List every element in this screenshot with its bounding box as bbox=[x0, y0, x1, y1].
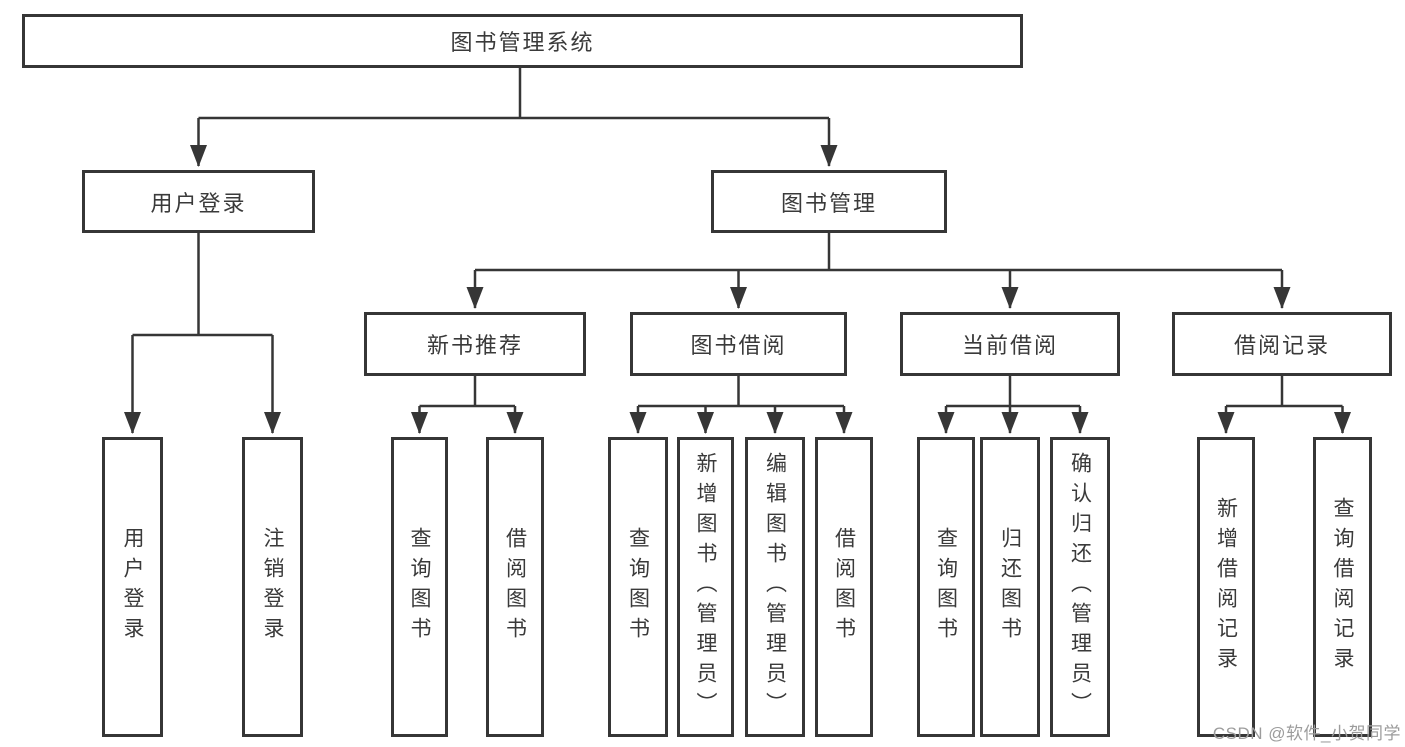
leaf-borrow-books-recommend: 借阅图书 bbox=[486, 437, 544, 737]
leaf-borrow-books: 借阅图书 bbox=[815, 437, 873, 737]
leaf-query-books-borrow: 查询图书 bbox=[608, 437, 668, 737]
node-book-management: 图书管理 bbox=[711, 170, 947, 233]
leaf-query-books-recommend: 查询图书 bbox=[391, 437, 448, 737]
node-current-borrow: 当前借阅 bbox=[900, 312, 1120, 376]
leaf-return-books: 归还图书 bbox=[980, 437, 1040, 737]
leaf-add-borrow-record: 新增借阅记录 bbox=[1197, 437, 1255, 737]
leaf-add-books-admin: 新增图书（管理员） bbox=[677, 437, 734, 737]
leaf-edit-books-admin: 编辑图书（管理员） bbox=[745, 437, 805, 737]
leaf-query-books-current: 查询图书 bbox=[917, 437, 975, 737]
leaf-logout: 注销登录 bbox=[242, 437, 303, 737]
leaf-query-borrow-record: 查询借阅记录 bbox=[1313, 437, 1372, 737]
node-borrow-records: 借阅记录 bbox=[1172, 312, 1392, 376]
node-root: 图书管理系统 bbox=[22, 14, 1023, 68]
node-user-login: 用户登录 bbox=[82, 170, 315, 233]
node-book-borrow: 图书借阅 bbox=[630, 312, 847, 376]
leaf-user-login: 用户登录 bbox=[102, 437, 163, 737]
watermark: CSDN @软件_小贺同学 bbox=[1212, 724, 1401, 743]
node-new-book-recommend: 新书推荐 bbox=[364, 312, 586, 376]
leaf-confirm-return-admin: 确认归还（管理员） bbox=[1050, 437, 1110, 737]
